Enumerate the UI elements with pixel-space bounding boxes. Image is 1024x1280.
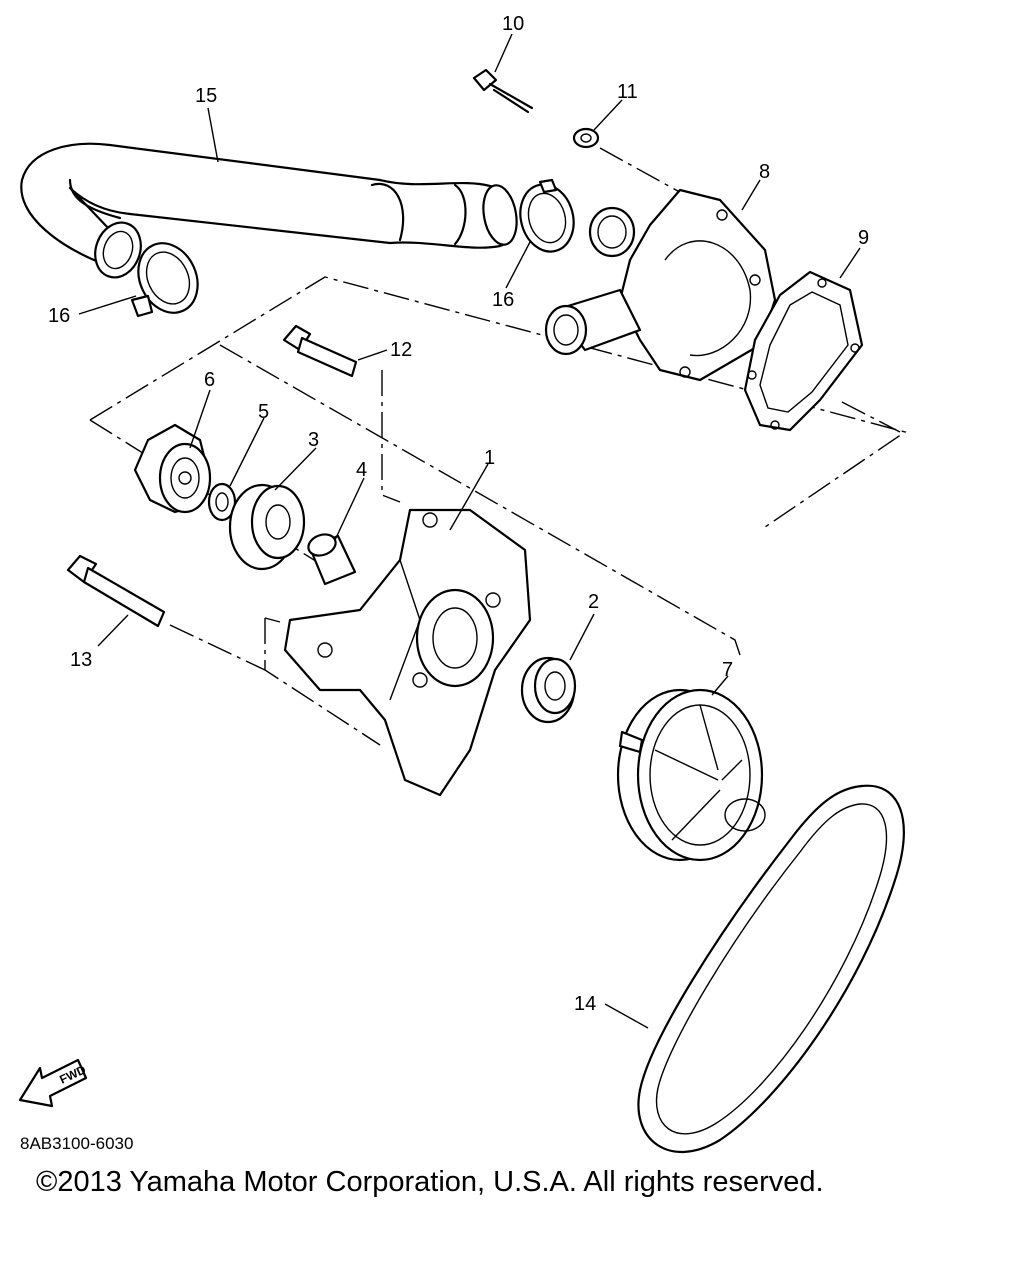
callout-9: 9 [858, 227, 869, 249]
bolt-12-illustration [282, 324, 358, 378]
collar-4-illustration [307, 533, 357, 586]
bolt-10-illustration [472, 68, 534, 114]
pump-housing-cover-illustration [544, 188, 777, 382]
gasket-illustration [743, 270, 864, 432]
bolt-13-illustration [66, 554, 166, 628]
drive-belt-illustration [637, 784, 905, 1153]
callout-labels: 10 11 15 8 9 16 16 12 6 5 3 4 1 2 7 13 1… [48, 13, 869, 1015]
callout-4: 4 [356, 459, 367, 481]
bearing-illustration [520, 656, 577, 724]
callout-13: 13 [70, 649, 92, 671]
callout-11: 11 [617, 81, 638, 103]
callout-5: 5 [258, 401, 269, 423]
callout-12: 12 [390, 339, 412, 361]
leader-lines [78, 33, 861, 1029]
callout-7: 7 [722, 659, 733, 681]
callout-16-left: 16 [48, 305, 70, 327]
mechanical-seal-3-illustration [228, 483, 306, 571]
callout-3: 3 [308, 429, 319, 451]
callout-14: 14 [574, 993, 596, 1015]
forward-arrow-icon: FWD [18, 1058, 88, 1108]
diagram-code: 8AB3100-6030 [20, 1134, 134, 1153]
pulley-illustration [616, 688, 766, 862]
callout-10: 10 [502, 13, 524, 35]
callout-2: 2 [588, 591, 599, 613]
hose-clamp-right-illustration [519, 178, 575, 253]
callout-6: 6 [204, 369, 215, 391]
washer-11-illustration [572, 127, 600, 149]
impeller-illustration [133, 423, 212, 514]
callout-15: 15 [195, 85, 217, 107]
copyright-notice: ©2013 Yamaha Motor Corporation, U.S.A. A… [36, 1166, 824, 1198]
pump-body-illustration [283, 508, 532, 797]
callout-8: 8 [759, 161, 770, 183]
water-hose-illustration [20, 142, 518, 279]
callout-16-right: 16 [492, 289, 514, 311]
callout-1: 1 [484, 447, 495, 469]
hose-clamp-left-illustration [130, 242, 199, 318]
